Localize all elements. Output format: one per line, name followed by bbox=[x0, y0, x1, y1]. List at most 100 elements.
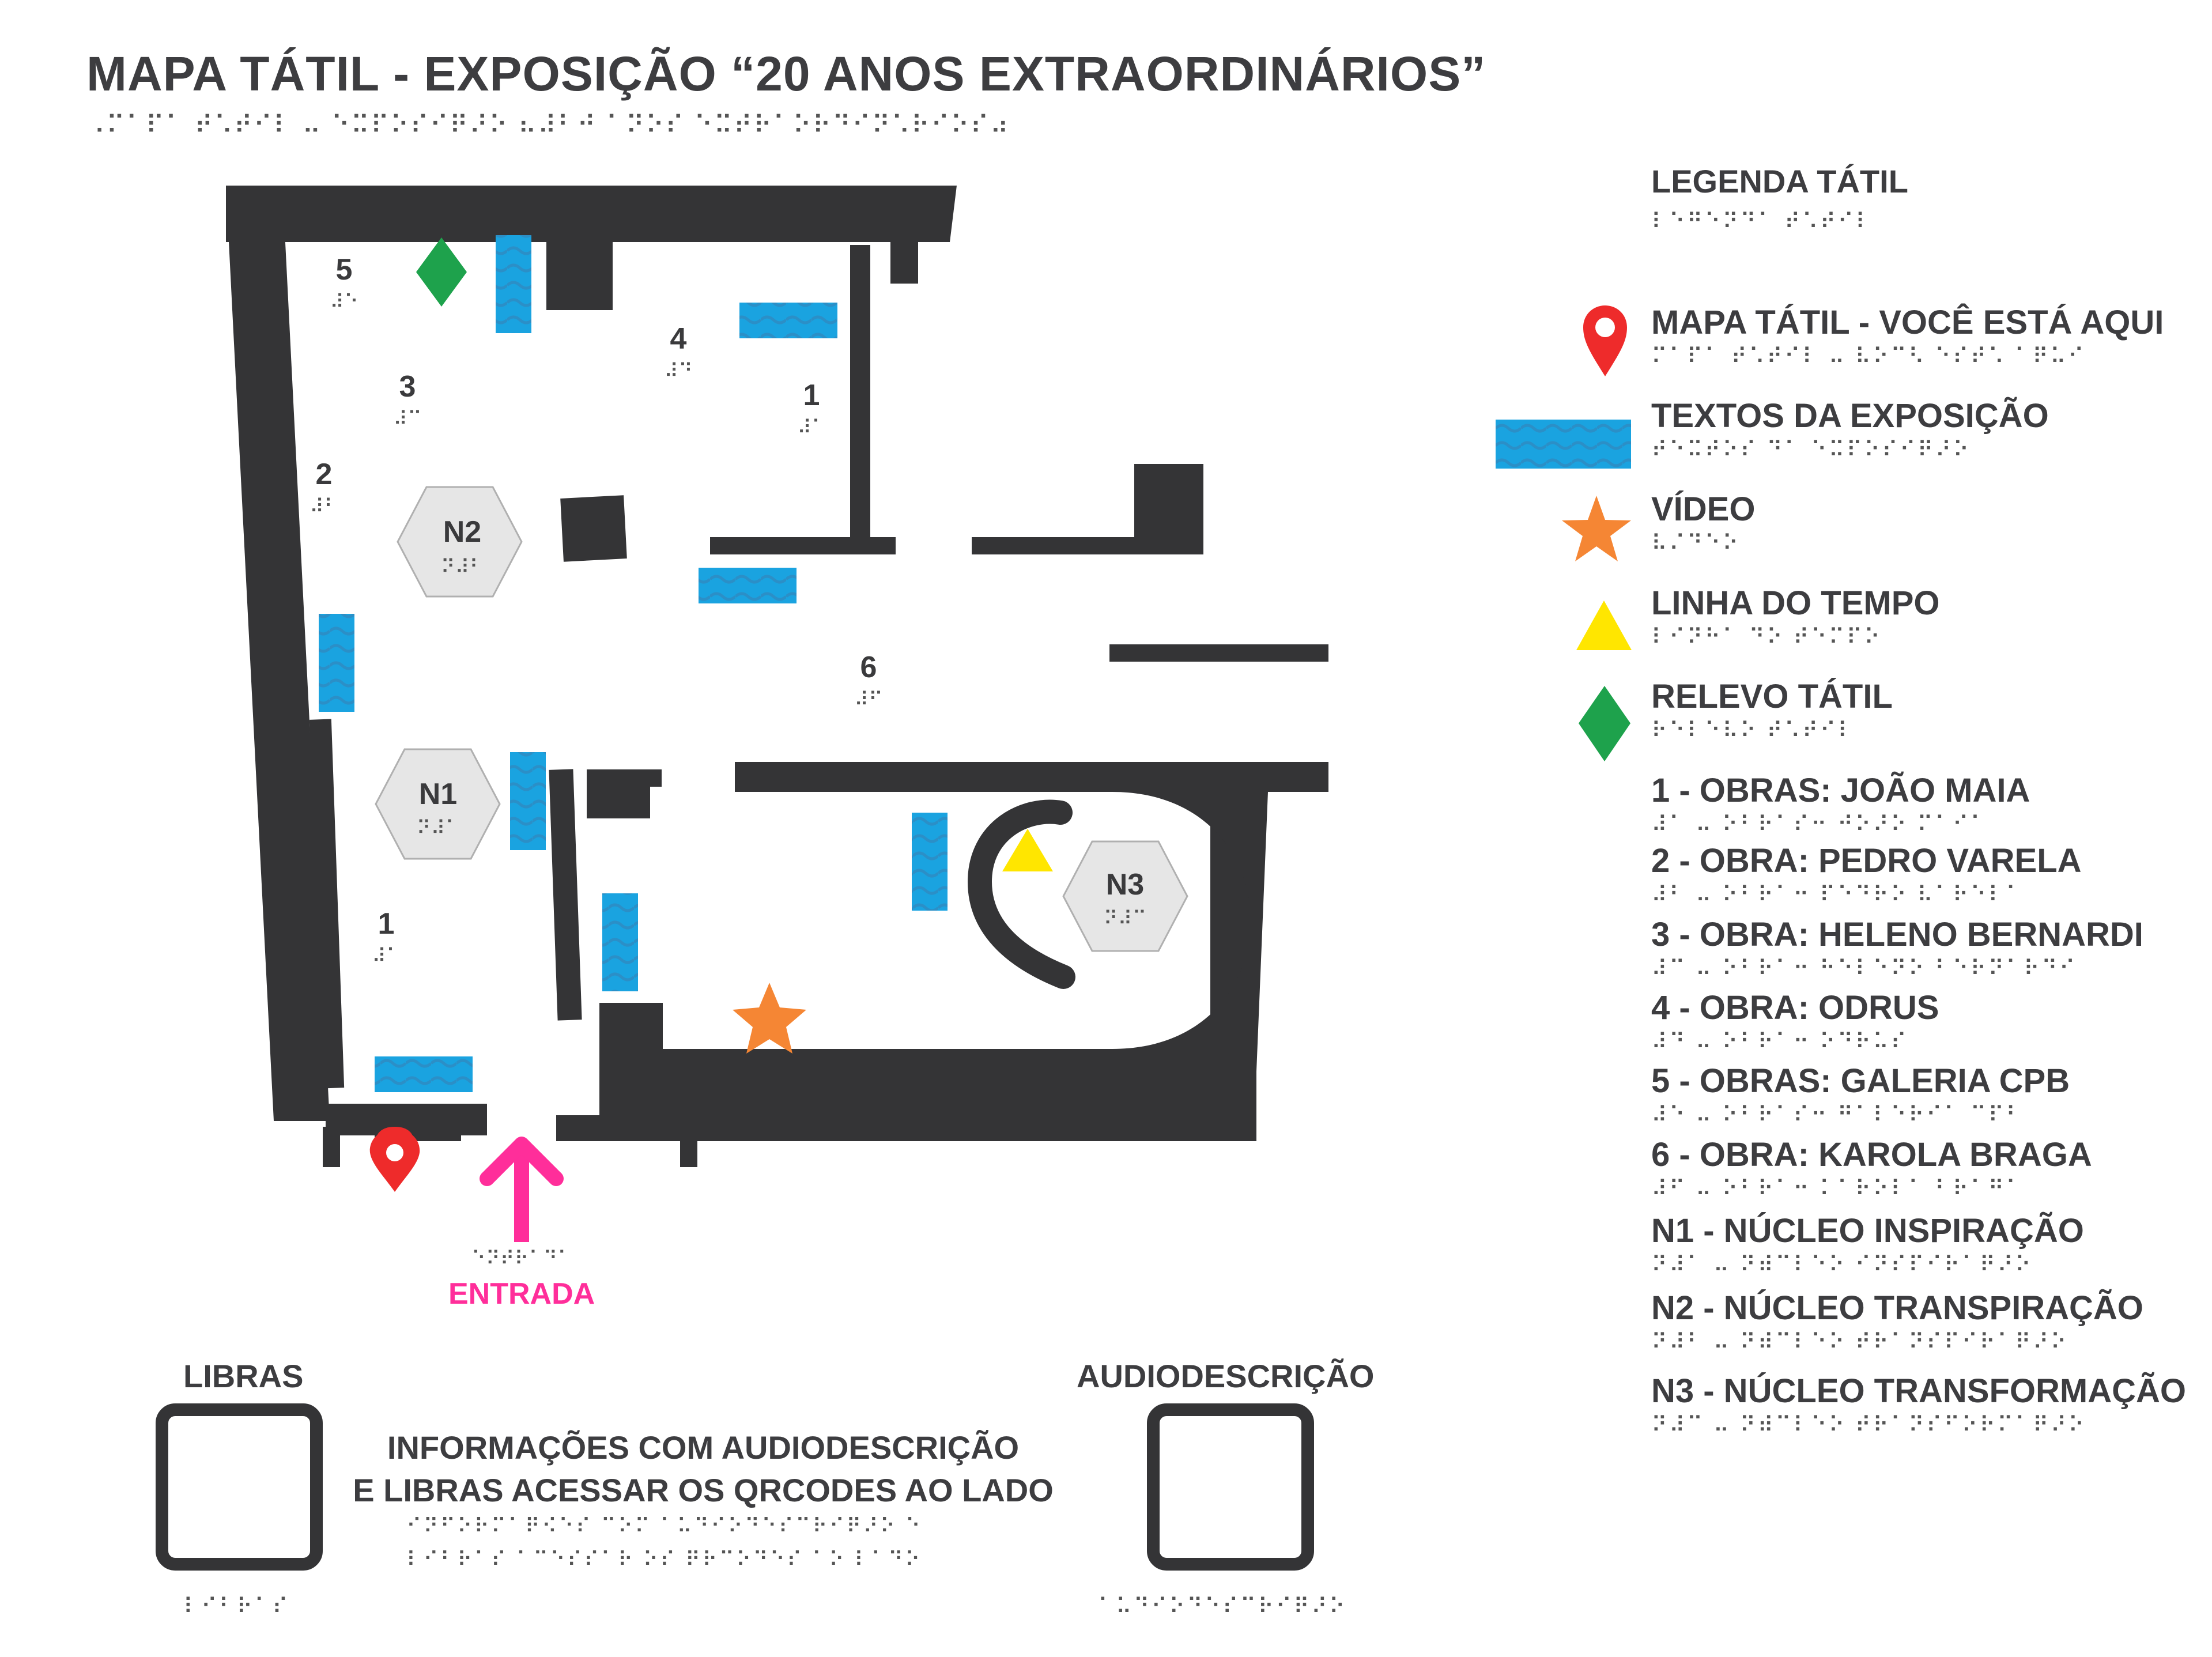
legend-item-braille: ⠗⠑⠇⠑⠧⠕ ⠞⠡⠞⠊⠇ bbox=[1651, 718, 1856, 743]
room-1-east-wall bbox=[850, 245, 870, 553]
south-wall-block bbox=[599, 1003, 663, 1066]
legend-work-braille: ⠝⠼⠉ ⠤ ⠝⠾⠉⠇⠑⠕ ⠞⠗⠁⠝⠎⠋⠕⠗⠍⠁⠟⠜⠕ bbox=[1651, 1412, 2086, 1437]
text-panel bbox=[912, 813, 948, 911]
room-number: 4 bbox=[670, 322, 687, 356]
text-panel bbox=[319, 614, 354, 712]
text-panel bbox=[375, 1056, 473, 1092]
legend-text-panel-icon bbox=[1496, 420, 1631, 469]
pillar-east bbox=[1134, 464, 1203, 554]
legend-item-video: VÍDEO ⠧⠌⠙⠑⠕ bbox=[1651, 490, 1756, 557]
map-walls bbox=[226, 186, 1328, 1167]
legend-work-label: 2 - OBRA: PEDRO VARELA bbox=[1651, 842, 2082, 880]
nucleo-label: N2 bbox=[443, 515, 481, 549]
south-entrance-right bbox=[556, 1115, 671, 1141]
legend-timeline-triangle-icon bbox=[1576, 601, 1632, 650]
entrance-arrow-icon bbox=[480, 1137, 564, 1242]
libras-label: LIBRAS bbox=[183, 1358, 304, 1394]
legend-item-braille: ⠞⠑⠭⠞⠕⠎ ⠙⠁ ⠑⠭⠏⠕⠎⠊⠟⠜⠕ bbox=[1651, 437, 1971, 462]
legend-work-braille: ⠼⠁ ⠤ ⠕⠃⠗⠁⠎⠒ ⠚⠕⠜⠕ ⠍⠁⠊⠁ bbox=[1651, 811, 1988, 837]
audiodescription-label: AUDIODESCRIÇÃO bbox=[1077, 1358, 1375, 1394]
hexagon-n2 bbox=[397, 486, 523, 598]
room-braille: ⠼⠁ bbox=[372, 945, 401, 968]
info-braille-2: ⠇⠊⠃⠗⠁⠎ ⠁⠉⠑⠎⠎⠁⠗ ⠕⠎ ⠟⠗⠉⠕⠙⠑⠎ ⠁⠕ ⠇⠁⠙⠕ bbox=[406, 1548, 922, 1572]
wall-segment-east bbox=[1109, 644, 1328, 662]
legend-video-star-icon bbox=[1562, 496, 1631, 561]
west-wall bbox=[226, 186, 330, 1121]
legend-item-label: MAPA TÁTIL - VOCÊ ESTÁ AQUI bbox=[1651, 304, 2164, 341]
room-labels: 5 ⠼⠑ 4 ⠼⠙ 3 ⠼⠉ 1 ⠼⠁ 2 ⠼⠃ 6 ⠼⠋ 1 ⠼⠁ bbox=[309, 253, 883, 968]
nucleo-braille: ⠝⠼⠁ bbox=[417, 817, 460, 840]
legend-work-braille: ⠼⠃ ⠤ ⠕⠃⠗⠁⠒ ⠏⠑⠙⠗⠕ ⠧⠁⠗⠑⠇⠁ bbox=[1651, 882, 2024, 907]
text-panel bbox=[739, 303, 837, 338]
room-number: 3 bbox=[399, 370, 416, 403]
legend-work-label: 6 - OBRA: KAROLA BRAGA bbox=[1651, 1136, 2092, 1173]
north-stub-b bbox=[890, 242, 918, 284]
legend-work-braille: ⠼⠉ ⠤ ⠕⠃⠗⠁⠒ ⠓⠑⠇⠑⠝⠕ ⠃⠑⠗⠝⠁⠗⠙⠊ bbox=[1651, 956, 2077, 981]
legend-work-label: N3 - NÚCLEO TRANSFORMAÇÃO bbox=[1651, 1372, 2186, 1410]
pillar-center bbox=[560, 495, 627, 562]
entrance-braille: ⠑⠝⠞⠗⠁⠙⠁ bbox=[471, 1247, 572, 1270]
legend-work-braille: ⠼⠙ ⠤ ⠕⠃⠗⠁⠒ ⠕⠙⠗⠥⠎ bbox=[1651, 1029, 1909, 1054]
map-pin-icon bbox=[369, 1127, 420, 1192]
legend-work-6: 6 - OBRA: KAROLA BRAGA ⠼⠋ ⠤ ⠕⠃⠗⠁⠒ ⠅⠁⠗⠕⠇⠁… bbox=[1651, 1135, 2092, 1202]
room-braille: ⠼⠉ bbox=[393, 407, 422, 431]
libras-qrcode-placeholder[interactable] bbox=[156, 1403, 323, 1571]
legend-work-label: 4 - OBRA: ODRUS bbox=[1651, 989, 1939, 1026]
text-panel bbox=[496, 235, 531, 333]
nucleo-hexagons: N2 ⠝⠼⠃ N1 ⠝⠼⠁ N3 ⠝⠼⠉ bbox=[375, 486, 1188, 952]
info-line-1: INFORMAÇÕES COM AUDIODESCRIÇÃO bbox=[387, 1429, 1020, 1466]
legend-item-label: VÍDEO bbox=[1651, 490, 1756, 528]
legend-work-label: N1 - NÚCLEO INSPIRAÇÃO bbox=[1651, 1212, 2084, 1250]
audiodescription-qrcode-placeholder[interactable] bbox=[1147, 1403, 1314, 1571]
hexagon-n1 bbox=[375, 748, 501, 860]
room-braille: ⠼⠑ bbox=[330, 290, 358, 314]
legend-work-label: N2 - NÚCLEO TRANSPIRAÇÃO bbox=[1651, 1289, 2143, 1327]
legend-work-label: 5 - OBRAS: GALERIA CPB bbox=[1651, 1062, 2070, 1100]
page-title: MAPA TÁTIL - EXPOSIÇÃO “20 ANOS EXTRAORD… bbox=[86, 47, 1486, 101]
south-wall-right bbox=[599, 1049, 1256, 1141]
page-title-braille: ⠠⠍⠁⠏⠁ ⠞⠡⠞⠊⠇ ⠤ ⠑⠭⠏⠕⠎⠊⠟⠜⠕ ⠦⠼⠃⠚ ⠁⠝⠕⠎ ⠑⠭⠞⠗⠁⠕… bbox=[86, 111, 1010, 140]
room-number: 1 bbox=[378, 907, 395, 941]
wall-segment-mid-left bbox=[710, 537, 896, 554]
legend-map-pin-icon bbox=[1583, 305, 1627, 376]
south-stub-right bbox=[680, 1121, 697, 1167]
legend-relief-diamond-icon bbox=[1579, 686, 1630, 761]
corridor-block-stub bbox=[646, 769, 662, 787]
entrance-label: ENTRADA bbox=[448, 1277, 595, 1311]
timeline-triangle-icon bbox=[1002, 829, 1053, 871]
legend-item-timeline: LINHA DO TEMPO ⠇⠊⠝⠓⠁ ⠙⠕ ⠞⠑⠍⠏⠕ bbox=[1651, 584, 1940, 651]
room-curve-east bbox=[1112, 792, 1256, 1049]
room-number: 2 bbox=[316, 458, 333, 491]
legend-title-braille: ⠇⠑⠛⠑⠝⠙⠁ ⠞⠡⠞⠊⠇ bbox=[1651, 209, 1874, 234]
legend-nucleo-1: N1 - NÚCLEO INSPIRAÇÃO ⠝⠼⠁ ⠤ ⠝⠾⠉⠇⠑⠕ ⠊⠝⠎⠏… bbox=[1651, 1211, 2084, 1278]
legend-title: LEGENDA TÁTIL bbox=[1651, 163, 1908, 199]
west-inner-wall bbox=[309, 719, 345, 1089]
legend-work-3: 3 - OBRA: HELENO BERNARDI ⠼⠉ ⠤ ⠕⠃⠗⠁⠒ ⠓⠑⠇… bbox=[1651, 915, 2143, 982]
text-panel bbox=[602, 893, 638, 991]
legend-work-label: 3 - OBRA: HELENO BERNARDI bbox=[1651, 916, 2143, 953]
legend-item-label: LINHA DO TEMPO bbox=[1651, 584, 1940, 622]
hexagon-n3 bbox=[1062, 840, 1188, 952]
text-panel bbox=[510, 752, 546, 850]
north-wall bbox=[226, 186, 957, 242]
room-braille: ⠼⠃ bbox=[309, 495, 338, 518]
legend-work-braille: ⠝⠼⠁ ⠤ ⠝⠾⠉⠇⠑⠕ ⠊⠝⠎⠏⠊⠗⠁⠟⠜⠕ bbox=[1651, 1252, 2033, 1277]
legend-item-relief: RELEVO TÁTIL ⠗⠑⠇⠑⠧⠕ ⠞⠡⠞⠊⠇ bbox=[1651, 677, 1893, 744]
legend-item-braille: ⠇⠊⠝⠓⠁ ⠙⠕ ⠞⠑⠍⠏⠕ bbox=[1651, 624, 1882, 650]
south-stub-left bbox=[323, 1127, 340, 1167]
legend-work-label: 1 - OBRAS: JOÃO MAIA bbox=[1651, 772, 2030, 809]
nucleo-braille: ⠝⠼⠉ bbox=[1104, 907, 1147, 930]
legend-item-label: RELEVO TÁTIL bbox=[1651, 678, 1893, 715]
info-line-2: E LIBRAS ACESSAR OS QRCODES AO LADO bbox=[353, 1472, 1054, 1508]
legend-item-text-panels: TEXTOS DA EXPOSIÇÃO ⠞⠑⠭⠞⠕⠎ ⠙⠁ ⠑⠭⠏⠕⠎⠊⠟⠜⠕ bbox=[1651, 397, 2049, 463]
legend-work-braille: ⠼⠋ ⠤ ⠕⠃⠗⠁⠒ ⠅⠁⠗⠕⠇⠁ ⠃⠗⠁⠛⠁ bbox=[1651, 1176, 2024, 1201]
room-number: 5 bbox=[336, 253, 353, 286]
nucleo-label: N3 bbox=[1106, 868, 1144, 901]
legend-work-5: 5 - OBRAS: GALERIA CPB ⠼⠑ ⠤ ⠕⠃⠗⠁⠎⠒ ⠛⠁⠇⠑⠗… bbox=[1651, 1062, 2070, 1128]
legend-work-braille: ⠼⠑ ⠤ ⠕⠃⠗⠁⠎⠒ ⠛⠁⠇⠑⠗⠊⠁ ⠉⠏⠃ bbox=[1651, 1102, 2024, 1127]
info-braille-1: ⠊⠝⠋⠕⠗⠍⠁⠟⠪⠑⠎ ⠉⠕⠍ ⠁⠥⠙⠊⠕⠙⠑⠎⠉⠗⠊⠟⠜⠕ ⠑ bbox=[406, 1515, 922, 1538]
room-braille: ⠼⠋ bbox=[854, 688, 883, 711]
curved-wall-n3 bbox=[967, 799, 1075, 989]
room-braille: ⠼⠁ bbox=[797, 416, 826, 439]
